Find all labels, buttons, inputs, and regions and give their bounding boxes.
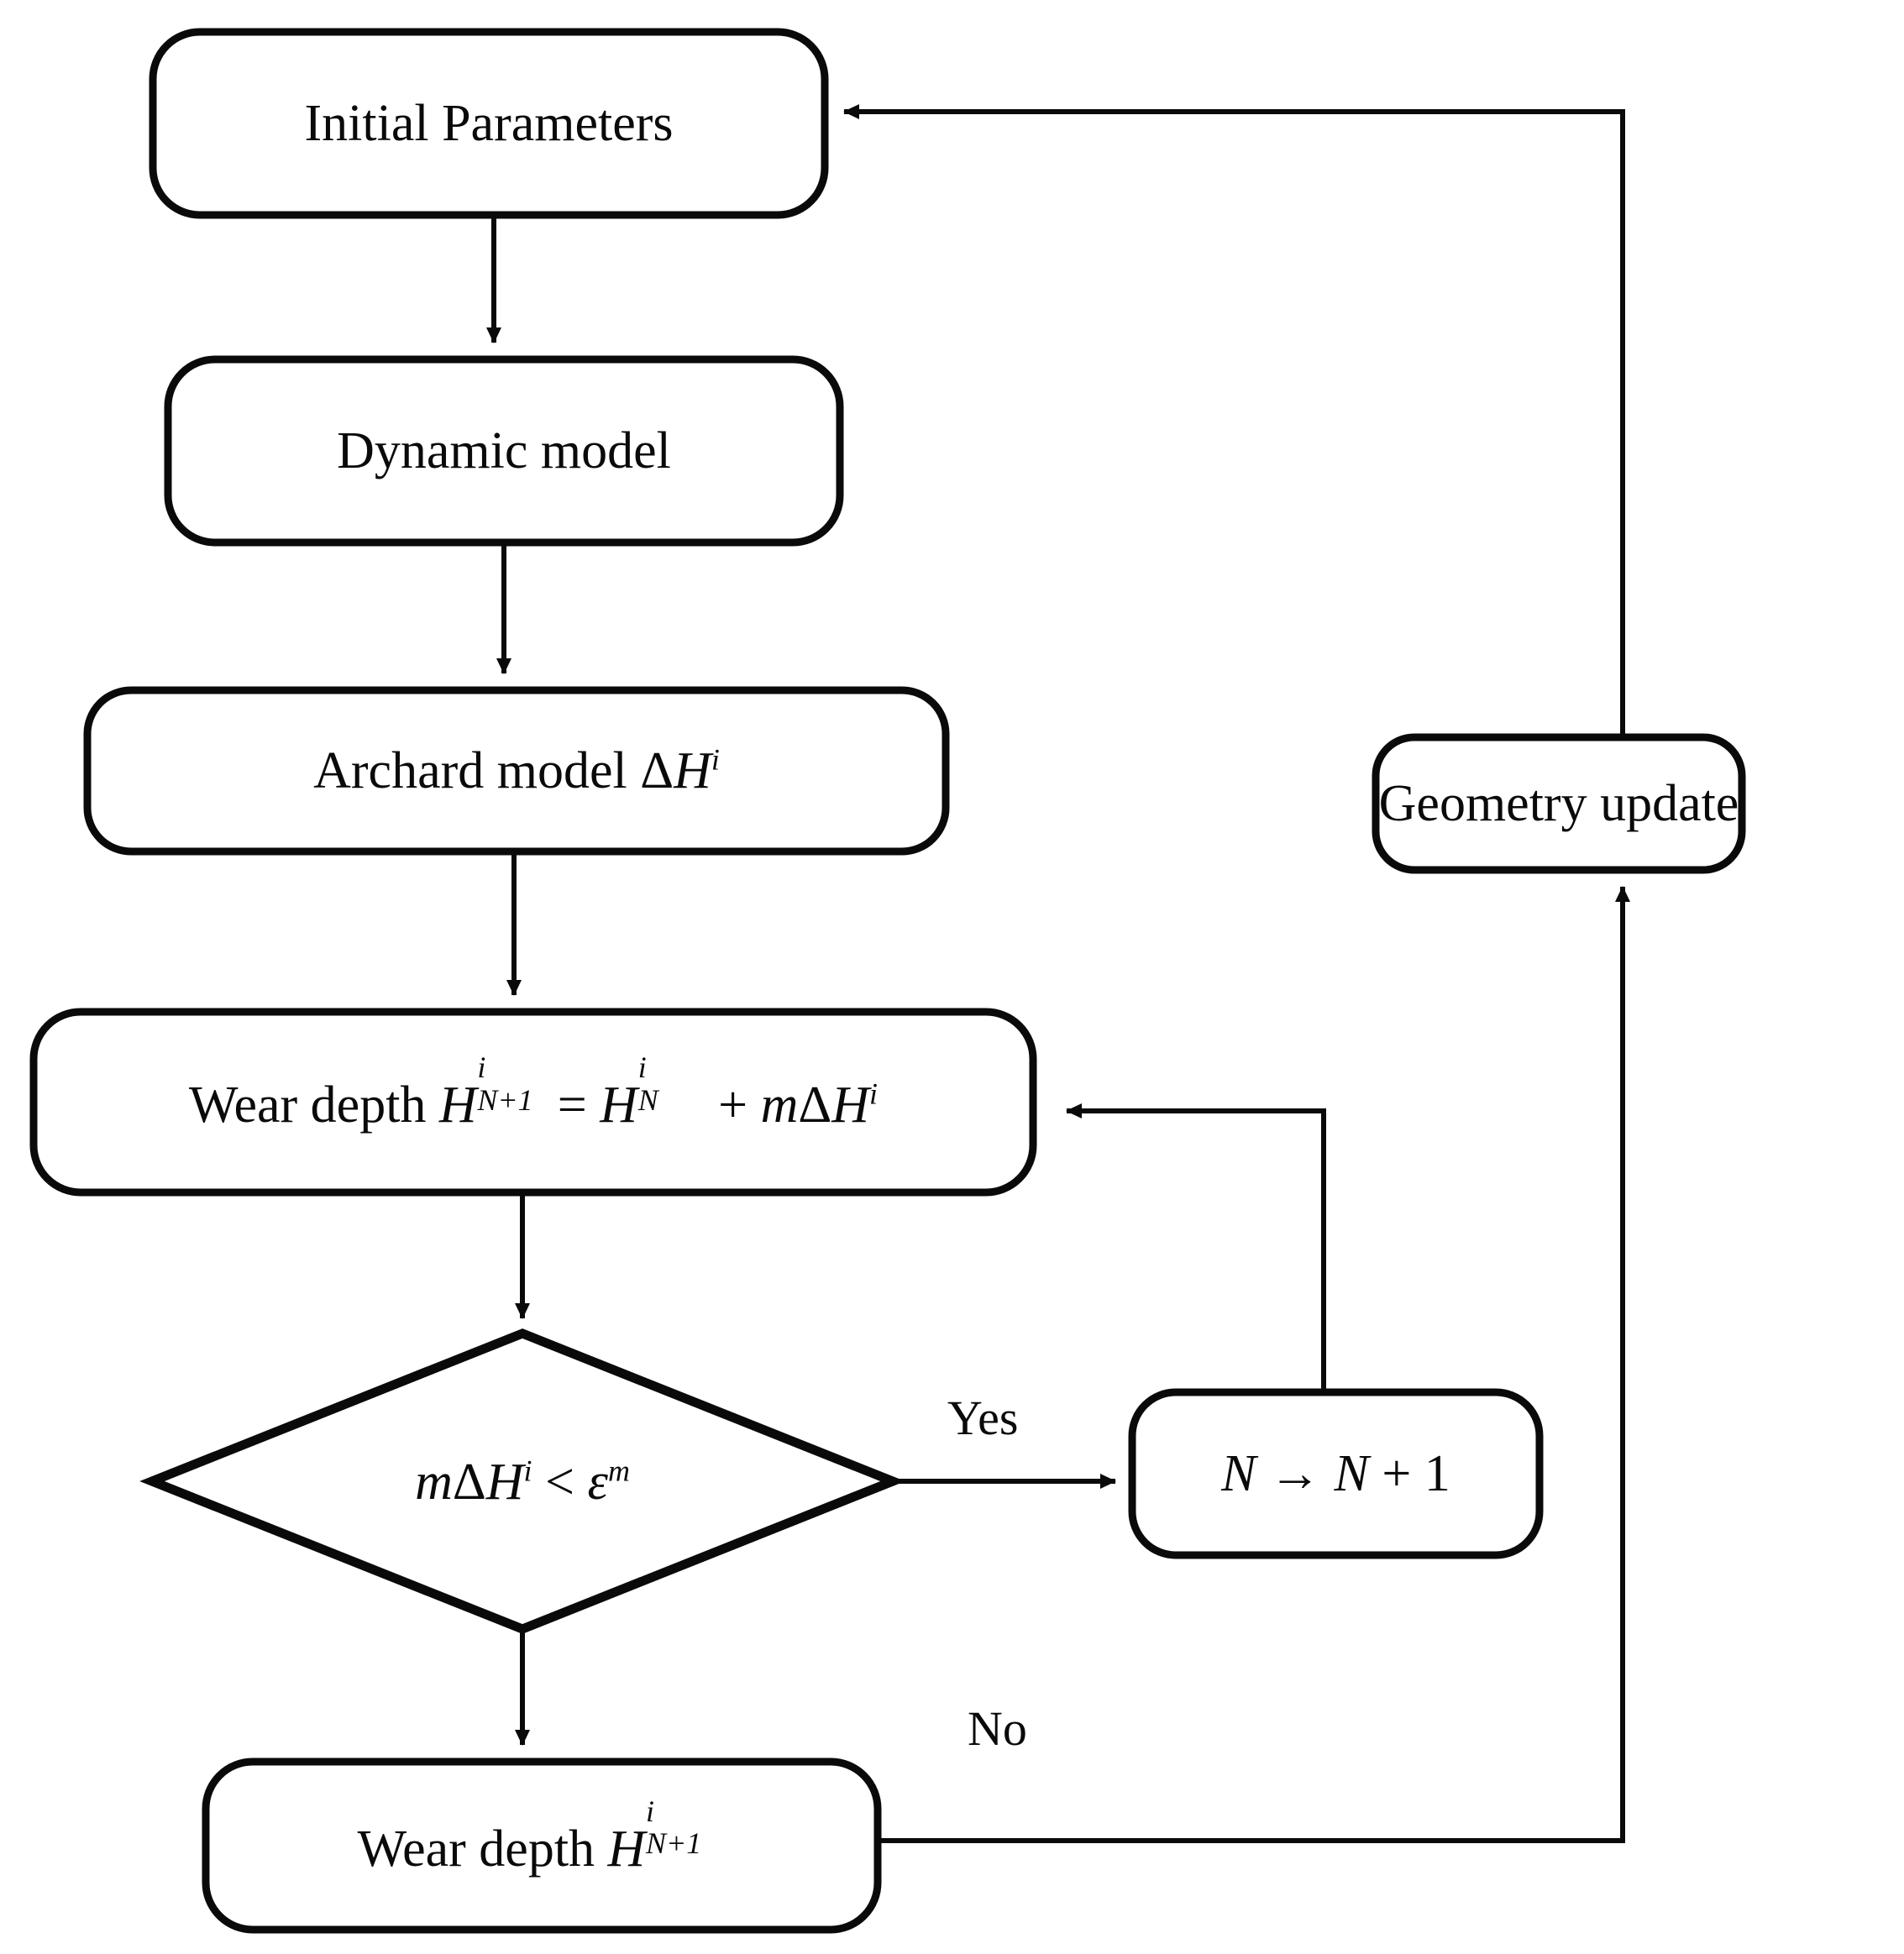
node-initial-parameters[interactable]	[149, 28, 829, 219]
node-geometry-update[interactable]	[1372, 733, 1746, 874]
node-dynamic-model[interactable]	[164, 355, 844, 547]
edge-geometry-update-to-initial	[843, 104, 1625, 736]
edge-label-no: No	[968, 1701, 1027, 1756]
node-archard-model[interactable]	[83, 686, 950, 856]
edge-increment-feedback-to-weardepth	[1066, 1103, 1326, 1391]
edge-label-yes: Yes	[947, 1391, 1019, 1445]
edge-result-to-geometry-update	[878, 886, 1630, 1843]
node-wear-depth-result[interactable]	[202, 1758, 882, 1934]
node-increment-n[interactable]	[1128, 1388, 1544, 1559]
node-decision-diamond[interactable]	[139, 1328, 905, 1634]
node-wear-depth-update[interactable]	[29, 1008, 1037, 1197]
